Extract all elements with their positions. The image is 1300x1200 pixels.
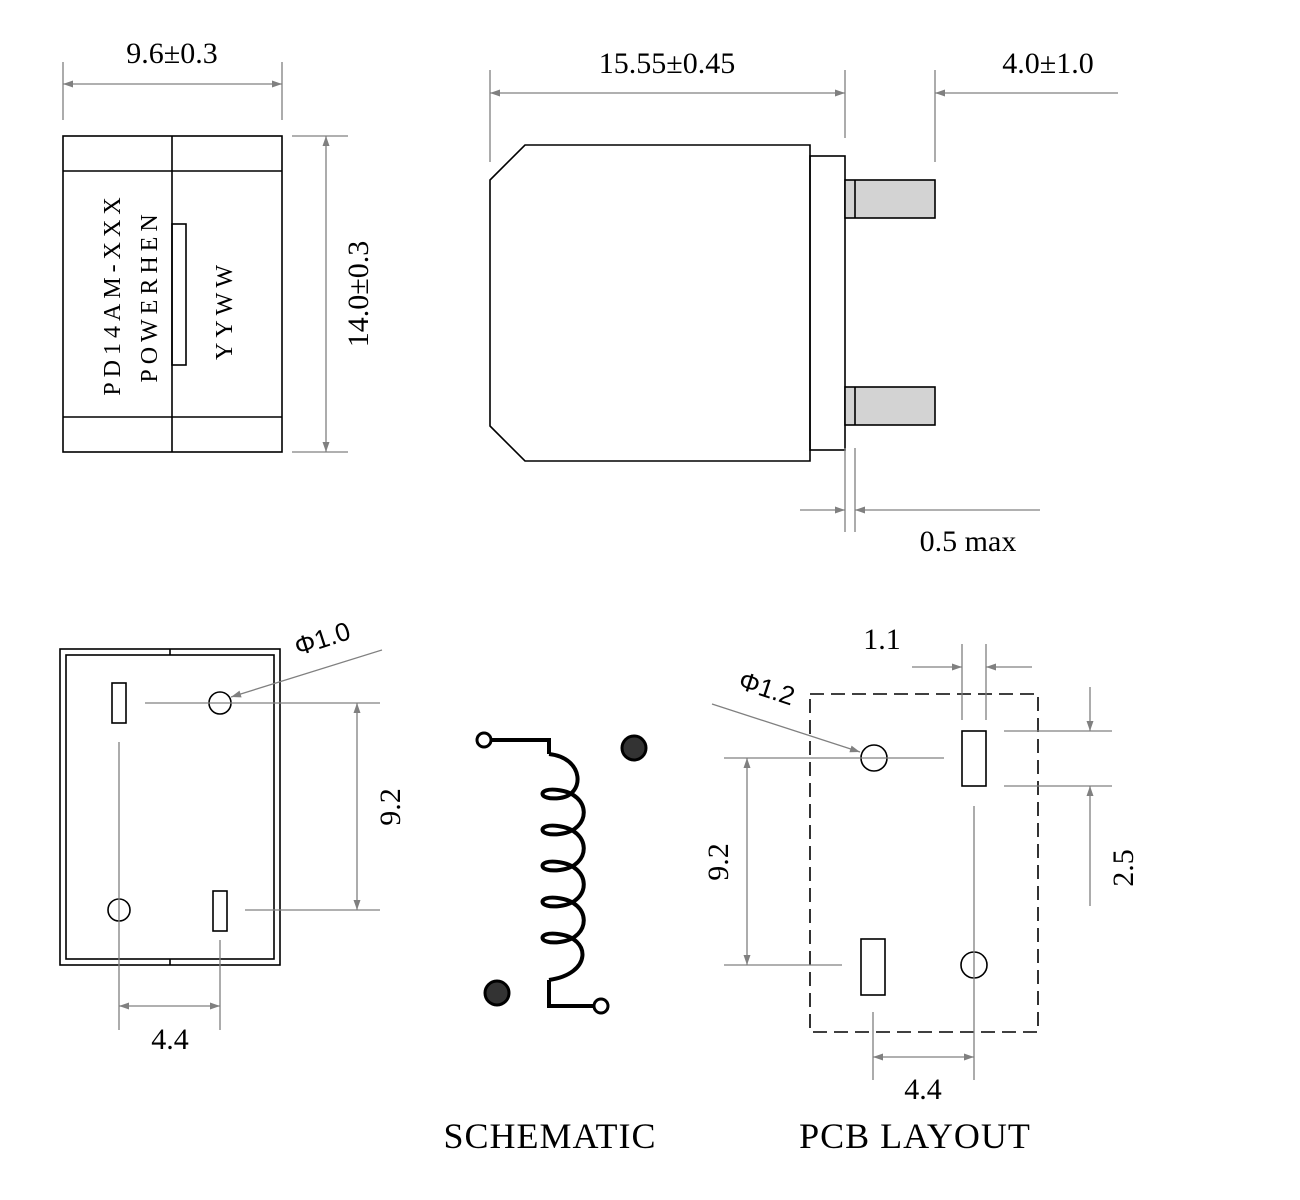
bottom-view-inner [65,654,275,960]
schematic-caption: SCHEMATIC [443,1116,656,1156]
side-view-base [809,155,846,451]
pcb-pad-length: 2.5 [1107,849,1140,887]
bottom-view-outer [59,648,281,966]
schematic: SCHEMATIC [443,731,656,1156]
pcb-hole-dia: Φ1.2 [735,665,798,711]
pcb-pad-width: 1.1 [863,623,901,656]
bottom-pad-top [111,682,127,724]
bottom-pitch-v: 9.2 [374,788,407,826]
bottom-hole-leader [230,649,383,698]
pcb-pitch-v: 9.2 [702,843,735,881]
side-lead-dim: 4.0±1.0 [1002,47,1093,80]
polarity-dot-bottom [483,979,511,1007]
bottom-pitch-h: 4.4 [151,1023,189,1056]
inductor-coil [540,752,586,982]
marking-brand: POWERHEN [137,209,163,382]
marking-part-number: PD14AM-XXX [100,192,126,395]
pcb-hole-leader [711,703,861,753]
bottom-hole-dia: Φ1.0 [291,616,354,662]
pcb-pad-top [961,730,987,787]
top-width-dim: 9.6±0.3 [126,37,217,70]
marking-date-code: YYWW [212,260,238,360]
side-gap-dim: 0.5 max [920,525,1017,558]
top-height-dim: 14.0±0.3 [342,241,375,347]
polarity-dot-top [620,734,648,762]
pcb-outline [809,693,1039,1033]
pcb-pitch-h: 4.4 [904,1073,942,1106]
bottom-pad-bottom [212,890,228,932]
side-length-dim: 15.55±0.45 [599,47,735,80]
pcb-pad-bottom [860,938,886,996]
bottom-view: Φ1.0 9.2 4.4 [59,616,407,1056]
side-view: 15.55±0.45 4.0±1.0 0.5 max [489,47,1118,558]
side-view-body [489,144,811,462]
side-lead-bottom [844,386,936,426]
pcb-layout-caption: PCB LAYOUT [799,1116,1031,1156]
pcb-layout: Φ1.2 1.1 2.5 9.2 4.4 PCB LAYOUT [702,623,1140,1156]
top-view: 9.6±0.3 14.0±0.3 PD14AM-XXX POWERHEN YYW… [62,37,375,453]
top-view-notch [171,223,187,366]
side-lead-top [844,179,936,219]
